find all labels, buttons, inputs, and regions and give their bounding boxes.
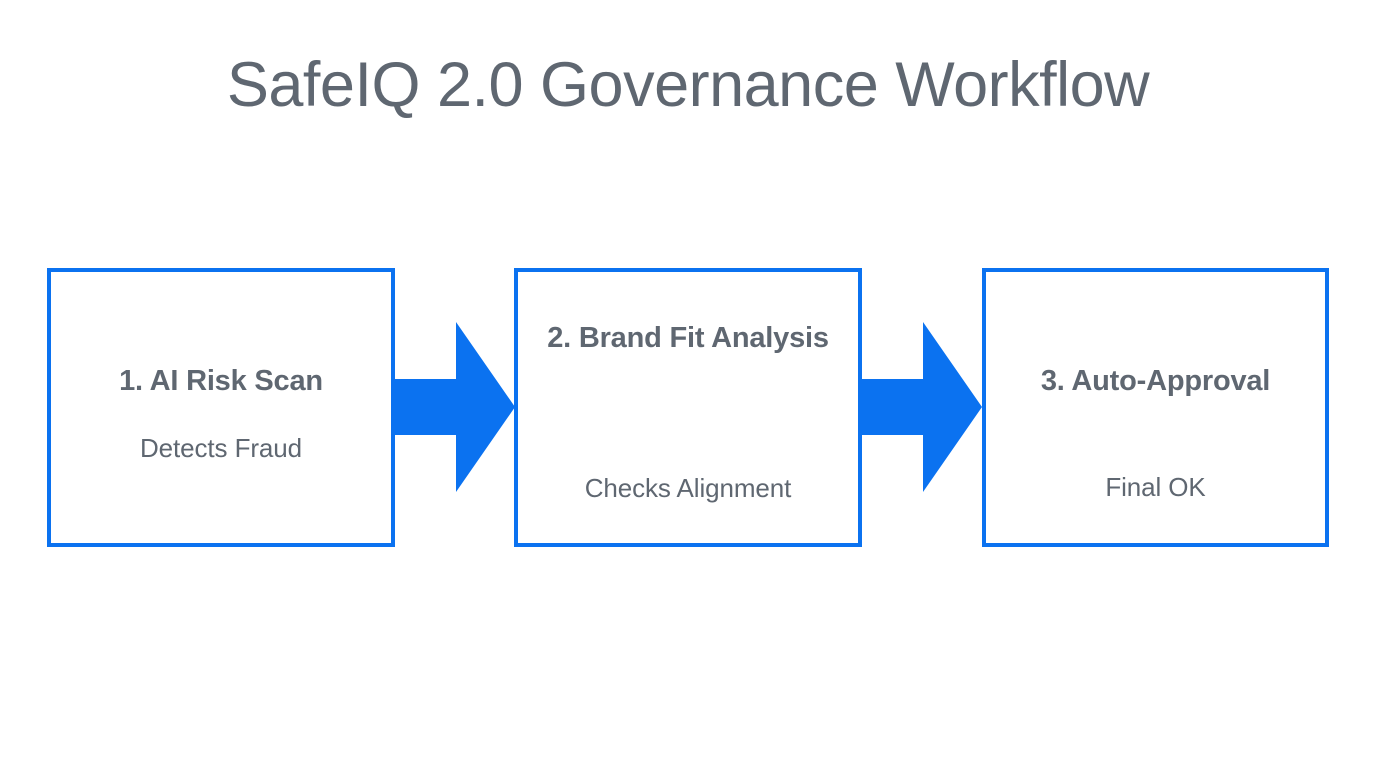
process-step-2[interactable]: 2. Brand Fit Analysis Checks Alignment xyxy=(514,268,862,547)
process-step-1-title: 1. AI Risk Scan xyxy=(119,365,323,397)
process-step-2-title: 2. Brand Fit Analysis xyxy=(547,322,829,354)
process-step-3-title: 3. Auto-Approval xyxy=(1040,365,1271,397)
process-step-1[interactable]: 1. AI Risk Scan Detects Fraud xyxy=(47,268,395,547)
right-arrow-shape xyxy=(860,322,982,492)
process-flow-diagram: 1. AI Risk Scan Detects Fraud 2. Brand F… xyxy=(0,268,1376,548)
right-arrow-icon-1 xyxy=(393,322,515,492)
process-step-3[interactable]: 3. Auto-Approval Final OK xyxy=(982,268,1329,547)
page-title: SafeIQ 2.0 Governance Workflow xyxy=(226,50,1150,120)
right-arrow-icon-2 xyxy=(860,322,982,492)
right-arrow-shape xyxy=(393,322,515,492)
process-step-1-subtitle: Detects Fraud xyxy=(140,433,302,463)
process-step-2-subtitle: Checks Alignment xyxy=(584,473,792,503)
process-step-3-subtitle: Final OK xyxy=(1105,472,1206,502)
